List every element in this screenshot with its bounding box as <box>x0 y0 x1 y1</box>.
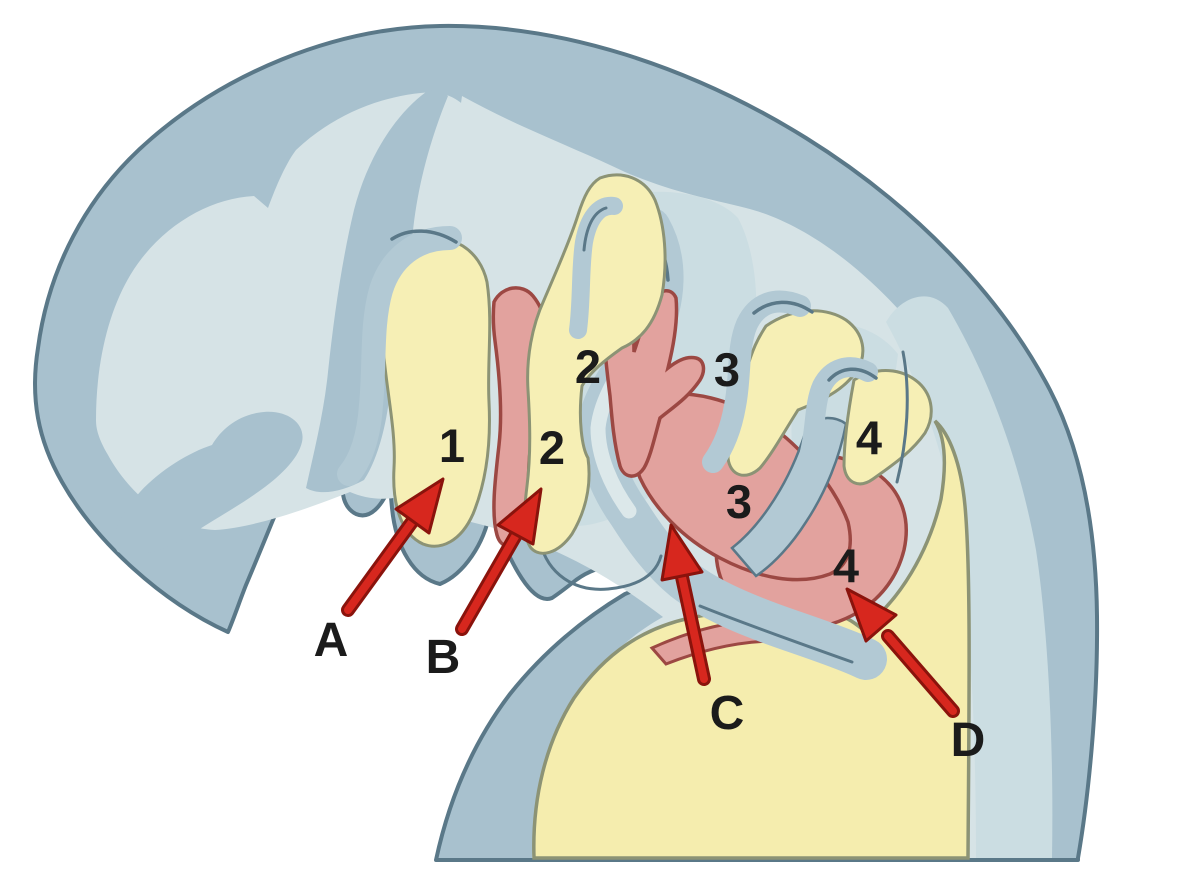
arch-2-yellow <box>522 173 667 555</box>
label-cleft-2: 2 <box>575 340 601 393</box>
label-pouch-3: 3 <box>726 475 752 528</box>
arrow-c-shaft <box>675 559 708 683</box>
arch-4-hook-curl-dark <box>827 367 878 382</box>
arrow-a-shaft <box>344 511 421 614</box>
label-arch-2: 2 <box>539 421 565 474</box>
label-arch-1: 1 <box>439 419 465 472</box>
forebrain-swirl <box>114 411 303 555</box>
label-arrow-d: D <box>951 714 986 767</box>
arch-1-hook-band <box>337 226 462 486</box>
label-pouch-4: 4 <box>833 539 859 592</box>
cleft-band-x-lower-dark <box>698 604 854 664</box>
arch-3-hook-curl-dark <box>752 300 814 315</box>
label-arrow-b: B <box>426 631 461 684</box>
cleft-2-band-lower-edge-dark <box>538 540 663 591</box>
cleft-4-edge-dark <box>895 350 909 484</box>
arch-4-hook-band <box>800 357 878 462</box>
arrow-b-shaft <box>458 524 524 633</box>
arrow-a <box>341 477 445 617</box>
number-labels: 1 2 2 3 3 4 4 <box>439 340 882 592</box>
label-arrow-c: C <box>710 687 745 740</box>
arch-4-yellow <box>842 369 933 486</box>
arrow-c <box>660 523 711 686</box>
arrow-b-head <box>496 487 543 546</box>
arrow-b <box>455 487 543 636</box>
label-cleft-4: 4 <box>856 411 882 464</box>
arrow-c-head <box>660 523 704 582</box>
label-cleft-3: 3 <box>714 343 740 396</box>
label-arrow-a: A <box>314 614 349 667</box>
arrow-d-shaft <box>884 632 957 715</box>
arch-1-hook-curl-dark <box>390 229 458 244</box>
letter-labels: A B C D <box>314 614 986 767</box>
arrow-d <box>845 587 960 718</box>
arrow-a-head <box>394 477 445 535</box>
arrow-d-head <box>845 587 898 643</box>
arch-2-left-hook-dark <box>582 206 608 252</box>
